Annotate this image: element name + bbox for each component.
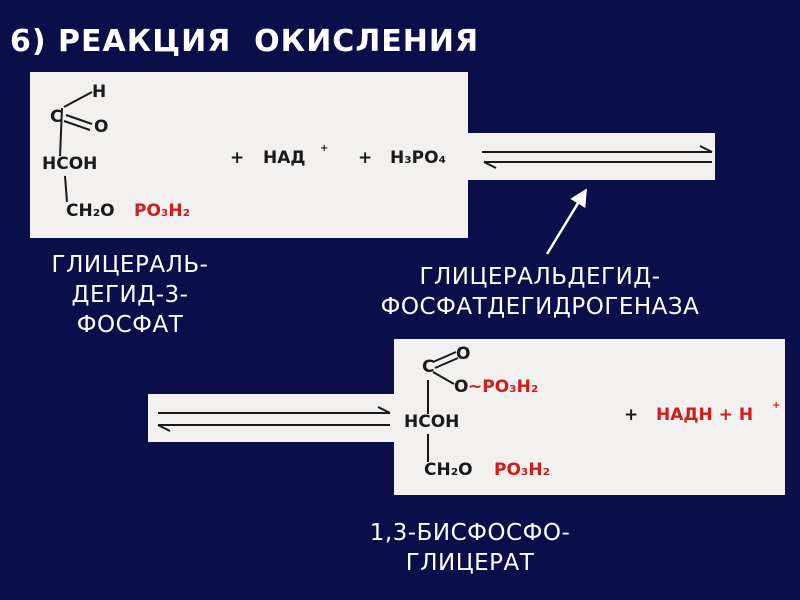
substrate-bond-c1-c2 [59, 107, 63, 157]
substrate-panel: H C O HCOH CH₂O PO₃H₂ + НАД + + H₃PO₄ [30, 72, 468, 238]
enzyme-name-line-1: ГЛИЦЕРАЛЬДЕГИД- [419, 264, 661, 290]
plus-sign-1: + [230, 148, 245, 168]
product-panel: C O O ~PO₃H₂ HCOH CH₂O PO₃H₂ + НАДН + Н … [394, 339, 785, 495]
nadh-label: НАДН + Н [656, 405, 754, 425]
backward-arrowhead [483, 161, 497, 169]
nad-charge: + [320, 143, 329, 154]
proton-charge: + [772, 400, 781, 411]
lower-backward-arrowhead [157, 424, 171, 432]
carboxyl-single-bond [432, 371, 455, 385]
enzyme-pointer-arrow [545, 188, 588, 255]
nad-label: НАД [263, 148, 306, 168]
aldehyde-c: C [50, 107, 63, 127]
product-name-line-1: 1,3-БИСФОСФО- [369, 520, 571, 546]
substrate-name: ГЛИЦЕРАЛЬ- ДЕГИД-3- ФОСФАТ [20, 250, 240, 340]
product-name: 1,3-БИСФОСФО- ГЛИЦЕРАТ [320, 518, 620, 578]
aldehyde-bond-h [63, 91, 93, 108]
enzyme-name: ГЛИЦЕРАЛЬДЕГИД- ФОСФАТДЕГИДРОГЕНАЗА [320, 262, 760, 322]
aldehyde-double-bond-b [63, 120, 91, 131]
aldehyde-h: H [92, 82, 107, 102]
substrate-hcoh: HCOH [42, 154, 98, 174]
product-ch2o: CH₂O [424, 460, 473, 480]
plus-sign-3: + [624, 405, 639, 425]
substrate-ch2o: CH₂O [66, 201, 115, 221]
reverse-arrow-panel [148, 394, 394, 442]
phosphoric-acid-label: H₃PO₄ [390, 148, 447, 168]
plus-sign-2: + [358, 148, 373, 168]
carboxyl-c: C [422, 357, 435, 377]
product-phosphate: PO₃H₂ [494, 460, 551, 480]
forward-arrow-panel [468, 133, 715, 180]
anhydride-phosphate: ~PO₃H₂ [468, 377, 539, 397]
product-hcoh: HCOH [404, 412, 460, 432]
substrate-name-line-2: ДЕГИД-3- [71, 282, 189, 308]
product-name-line-2: ГЛИЦЕРАТ [405, 550, 535, 576]
lower-forward-arrowhead [377, 406, 391, 414]
aldehyde-o: O [94, 117, 109, 137]
substrate-bond-c2-c3 [64, 175, 68, 203]
carboxyl-o-link: O [454, 377, 469, 397]
aldehyde-double-bond-a [65, 114, 93, 125]
forward-arrowhead [699, 145, 713, 153]
enzyme-name-line-2: ФОСФАТДЕГИДРОГЕНАЗА [380, 294, 700, 320]
substrate-name-line-3: ФОСФАТ [76, 312, 184, 338]
slide-title: 6) РЕАКЦИЯ ОКИСЛЕНИЯ [10, 24, 480, 59]
substrate-phosphate: PO₃H₂ [134, 201, 191, 221]
carboxyl-double-bond-b [434, 357, 459, 369]
carboxyl-double-bond-a [432, 351, 457, 363]
carboxyl-o-top: O [456, 344, 471, 364]
substrate-name-line-1: ГЛИЦЕРАЛЬ- [51, 252, 209, 278]
